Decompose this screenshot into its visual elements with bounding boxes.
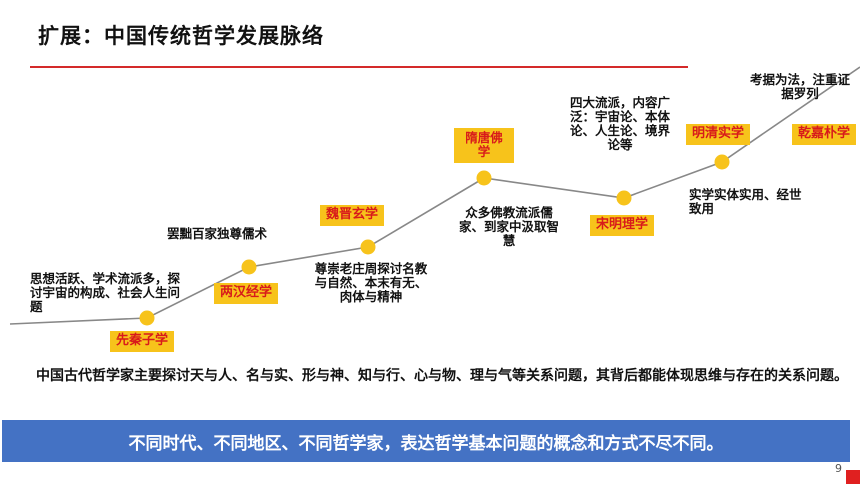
- page-number: 9: [835, 462, 842, 475]
- era-label-lianghan: 两汉经学: [214, 283, 279, 304]
- timeline-dot-mingqing: [714, 154, 730, 170]
- timeline-dot-suitang: [476, 170, 492, 186]
- era-note-xianqin: 思想活跃、学术流派多，探讨宇宙的构成、社会人生问题: [30, 271, 181, 314]
- era-note-lianghan: 罢黜百家独尊儒术: [167, 226, 268, 241]
- era-label-suitang: 隋唐佛学: [454, 128, 514, 163]
- timeline-dot-weijin: [360, 239, 376, 255]
- era-note-suitang: 众多佛教流派儒家、到家中汲取智慧: [458, 205, 559, 248]
- era-label-mingqing: 明清实学: [686, 124, 751, 145]
- timeline-diagram: [9, 66, 860, 326]
- summary-paragraph: 中国古代哲学家主要探讨天与人、名与实、形与神、知与行、心与物、理与气等关系问题，…: [36, 368, 848, 384]
- era-label-xianqin: 先秦子学: [110, 331, 175, 352]
- era-note-qianjia: 考据为法，注重证据罗列: [750, 72, 851, 101]
- conclusion-banner-text: 不同时代、不同地区、不同哲学家，表达哲学基本问题的概念和方式不尽不同。: [128, 433, 724, 454]
- era-note-mingqing: 实学实体实用、经世致用: [689, 187, 802, 216]
- title-underline: [30, 66, 688, 68]
- era-label-qianjia: 乾嘉朴学: [792, 124, 857, 145]
- timeline-dot-lianghan: [241, 259, 257, 275]
- conclusion-banner: 不同时代、不同地区、不同哲学家，表达哲学基本问题的概念和方式不尽不同。: [2, 420, 850, 462]
- timeline-line: [9, 66, 860, 325]
- era-label-weijin: 魏晋玄学: [320, 205, 385, 226]
- era-label-songming: 宋明理学: [590, 215, 655, 236]
- era-note-weijin: 尊崇老庄周探讨名教与自然、本末有无、肉体与精神: [314, 261, 428, 304]
- era-note-songming: 四大流派，内容广泛：宇宙论、本体论、人生论、境界论等: [569, 95, 670, 152]
- timeline-dot-songming: [616, 190, 632, 206]
- page-title: 扩展：中国传统哲学发展脉络: [38, 24, 324, 48]
- corner-accent: [846, 470, 860, 484]
- timeline-dot-xianqin: [139, 310, 155, 326]
